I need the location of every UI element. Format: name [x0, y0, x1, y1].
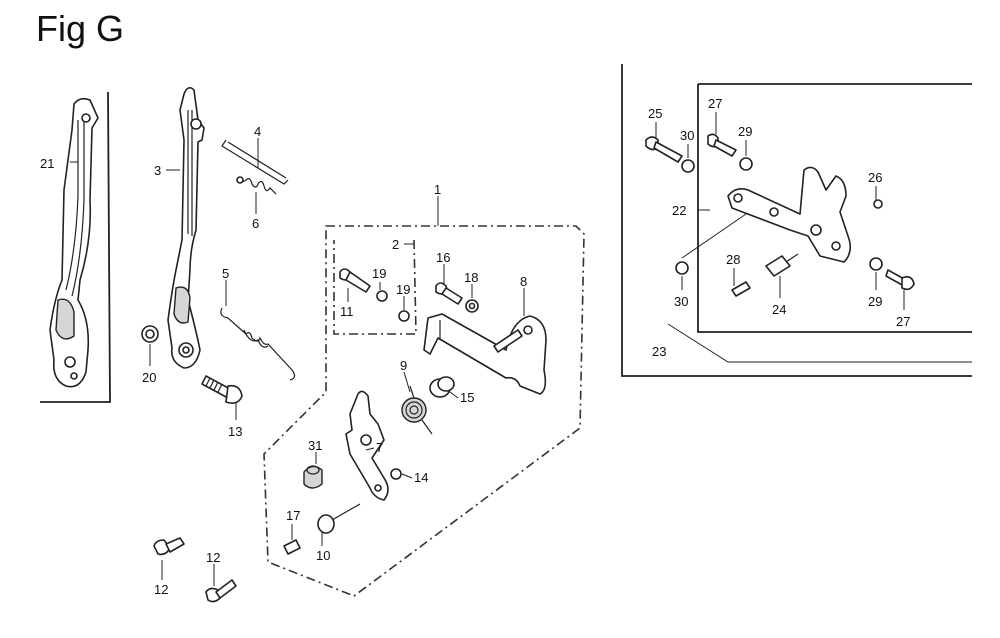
- part-27-bolt-a: [707, 133, 737, 157]
- part-20-washer: [141, 325, 159, 343]
- callout-23: 23: [652, 344, 666, 359]
- part-28-screw: [731, 281, 751, 297]
- assembly-23-frame: [621, 64, 972, 377]
- figure-title: Fig G: [36, 8, 125, 49]
- callout-4: 4: [254, 124, 261, 139]
- callout-12-a: 12: [154, 582, 168, 597]
- part-9-coil-spring: [401, 385, 433, 435]
- part-18-nut: [465, 299, 479, 313]
- callout-29-b: 29: [868, 294, 882, 309]
- part-16-bolt: [435, 282, 463, 305]
- callout-3: 3: [154, 163, 161, 178]
- part-17-screw: [283, 539, 301, 555]
- part-24-pin: [765, 253, 799, 277]
- callout-14: 14: [414, 470, 428, 485]
- callout-19-a: 19: [372, 266, 386, 281]
- part-6-spring: [236, 176, 277, 195]
- callout-29-a: 29: [738, 124, 752, 139]
- callout-30-b: 30: [674, 294, 688, 309]
- callout-19-b: 19: [396, 282, 410, 297]
- callout-7: 7: [376, 440, 383, 455]
- callout-13: 13: [228, 424, 242, 439]
- part-29-nut-a: [739, 157, 753, 171]
- part-12-bolt-a: [153, 537, 185, 556]
- callout-17: 17: [286, 508, 300, 523]
- callout-27-a: 27: [708, 96, 722, 111]
- callout-16: 16: [436, 250, 450, 265]
- part-30-washer-a: [681, 159, 695, 173]
- callout-21: 21: [40, 156, 54, 171]
- callout-12-b: 12: [206, 550, 220, 565]
- callout-10: 10: [316, 548, 330, 563]
- assembly-2-outline: [333, 239, 417, 335]
- part-7-control-lever: [345, 390, 389, 501]
- callout-28: 28: [726, 252, 740, 267]
- part-29-nut-b: [869, 257, 883, 271]
- part-25-bolt: [645, 136, 683, 163]
- part-21-lever-plate: [40, 91, 111, 403]
- callout-20: 20: [142, 370, 156, 385]
- part-27-bolt-b: [885, 269, 915, 291]
- part-22-control-bracket: [727, 166, 852, 263]
- part-12-bolt-b: [205, 579, 237, 603]
- callout-5: 5: [222, 266, 229, 281]
- leader-lines: [70, 112, 905, 586]
- part-14-nut: [390, 468, 402, 480]
- part-5-spring-rod: [220, 307, 296, 381]
- part-13-bolt: [201, 375, 243, 404]
- part-3-throttle-lever: [167, 86, 205, 369]
- callout-15: 15: [460, 390, 474, 405]
- callout-22: 22: [672, 203, 686, 218]
- callout-31: 31: [308, 438, 322, 453]
- callout-6: 6: [252, 216, 259, 231]
- part-30-washer-b: [675, 261, 689, 275]
- callout-9: 9: [400, 358, 407, 373]
- callout-30-a: 30: [680, 128, 694, 143]
- callout-26: 26: [868, 170, 882, 185]
- part-4-rod: [221, 139, 289, 185]
- part-19-nut-b: [398, 310, 410, 322]
- assembly-1-outline: [263, 225, 585, 597]
- part-15-collar: [429, 376, 455, 398]
- part-26-nut: [873, 199, 883, 209]
- callout-27-b: 27: [896, 314, 910, 329]
- part-8-bracket: [423, 313, 547, 395]
- callout-11: 11: [340, 304, 354, 319]
- callout-18: 18: [464, 270, 478, 285]
- callout-24: 24: [772, 302, 786, 317]
- part-10-joint: [317, 503, 361, 534]
- callout-25: 25: [648, 106, 662, 121]
- part-31-flange-nut: [303, 465, 323, 489]
- callout-1: 1: [434, 182, 441, 197]
- part-11-bolt: [339, 268, 371, 293]
- callout-labels: 21 3 4 6 5 20 13 1 2 11 19 19 16 18 8 9 …: [40, 96, 910, 597]
- callout-8: 8: [520, 274, 527, 289]
- callout-2: 2: [392, 237, 399, 252]
- part-19-nut-a: [376, 290, 388, 302]
- assembly-22-frame: [697, 83, 972, 333]
